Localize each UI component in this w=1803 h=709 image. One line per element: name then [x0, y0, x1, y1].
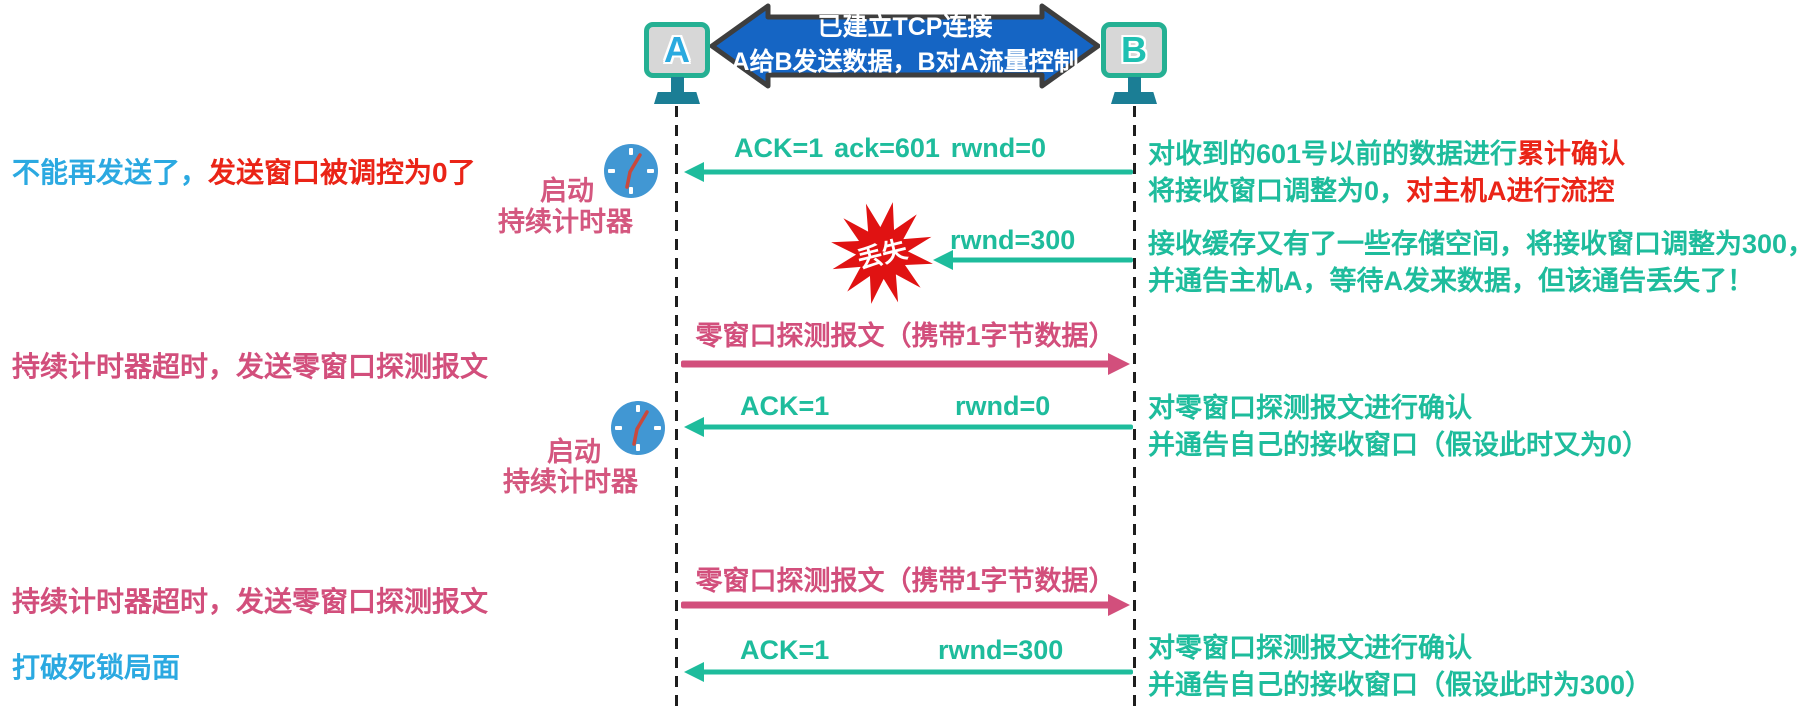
- right-note-1: 对收到的601号以前的数据进行累计确认 将接收窗口调整为0，对主机A进行流控: [1148, 136, 1625, 210]
- msg1-arrow: [684, 160, 1133, 184]
- timer1-start-label: 启动: [540, 176, 594, 206]
- tcp-connection-banner: 已建立TCP连接 A给B发送数据，B对A流量控制: [710, 2, 1100, 90]
- msg4-rwnd: rwnd=0: [955, 391, 1051, 421]
- persist-timer-clock-icon-1: [604, 144, 658, 198]
- msg6-ack: ACK=1: [740, 635, 830, 665]
- note-probe-2: 持续计时器超时，发送零窗口探测报文: [12, 586, 489, 617]
- banner-line2: A给B发送数据，B对A流量控制: [731, 48, 1079, 76]
- msg1-arrow-shaft: [700, 169, 1133, 175]
- msg6-arrow-shaft: [700, 669, 1133, 675]
- msg3-label: 零窗口探测报文（携带1字节数据）: [695, 321, 1116, 351]
- banner-text: 已建立TCP连接 A给B发送数据，B对A流量控制: [710, 10, 1100, 80]
- msg2-arrow-shaft: [949, 257, 1133, 263]
- right-note-2-line1: 接收缓存又有了一些存储空间，将接收窗口调整为300，: [1148, 229, 1803, 259]
- right-note-4: 对零窗口探测报文进行确认 并通告自己的接收窗口（假设此时为300）: [1148, 630, 1652, 704]
- note-window-zero-blue: 不能再发送了，: [12, 157, 209, 188]
- right-note-4-line2: 并通告自己的接收窗口（假设此时为300）: [1148, 670, 1653, 700]
- right-note-2-line2: 并通告主机A，等待A发来数据，但该通告丢失了！: [1148, 266, 1754, 296]
- msg6-arrowhead-icon: [684, 662, 704, 682]
- host-b-monitor-icon: B: [1101, 22, 1167, 78]
- msg4-arrow-shaft: [700, 424, 1133, 430]
- right-note-1-line1-teal: 对收到的601号以前的数据进行: [1148, 139, 1518, 169]
- msg5-label: 零窗口探测报文（携带1字节数据）: [695, 566, 1116, 596]
- lost-label-wrap: 丢失: [827, 198, 937, 308]
- msg1-rwnd: rwnd=0: [950, 133, 1046, 163]
- timer2-start-label: 启动: [547, 437, 601, 467]
- host-a-monitor-icon: A: [644, 22, 710, 78]
- note-deadlock-broken: 打破死锁局面: [12, 652, 181, 683]
- host-a-stand: [670, 77, 684, 92]
- host-b-stand-base: [1111, 92, 1157, 104]
- msg2-arrowhead-icon: [933, 250, 953, 270]
- note-window-zero-red: 发送窗口被调控为0了: [208, 157, 476, 188]
- host-b-stand: [1127, 77, 1141, 92]
- lost-label: 丢失: [854, 235, 911, 275]
- host-b: B: [1101, 22, 1167, 104]
- double-arrow-icon: [710, 3, 1100, 89]
- lost-starburst-icon: [831, 202, 933, 304]
- right-note-1-line2-teal: 将接收窗口调整为0，: [1148, 176, 1407, 206]
- timer2-name-label: 持续计时器: [503, 467, 638, 497]
- msg1-acknum: ack=601: [834, 133, 940, 163]
- note-window-zero: 不能再发送了，发送窗口被调控为0了: [12, 156, 476, 190]
- right-note-2: 接收缓存又有了一些存储空间，将接收窗口调整为300， 并通告主机A，等待A发来数…: [1148, 226, 1803, 300]
- msg1-arrowhead-icon: [684, 162, 704, 182]
- msg3-arrow: [681, 352, 1130, 376]
- msg2-rwnd: rwnd=300: [950, 225, 1076, 255]
- right-note-3-line2: 并通告自己的接收窗口（假设此时又为0）: [1148, 430, 1650, 460]
- msg5-arrow-shaft: [681, 601, 1112, 609]
- msg5-arrow: [681, 593, 1130, 617]
- host-a: A: [644, 22, 710, 104]
- right-note-1-line2-red: 对主机A进行流控: [1406, 176, 1615, 206]
- lifeline-host-a: [675, 106, 678, 709]
- msg6-arrow: [684, 660, 1133, 684]
- msg5-arrowhead-icon: [1108, 594, 1130, 616]
- msg1-label: ACK=1 ack=601 rwnd=0: [734, 133, 1046, 164]
- msg4-ack: ACK=1: [740, 391, 830, 421]
- msg3-arrowhead-icon: [1108, 353, 1130, 375]
- msg2-arrow: [933, 248, 1133, 272]
- host-b-label: B: [1121, 29, 1147, 70]
- right-note-4-line1: 对零窗口探测报文进行确认: [1148, 633, 1472, 663]
- note-probe-1: 持续计时器超时，发送零窗口探测报文: [12, 351, 489, 382]
- msg4-arrow: [684, 415, 1133, 439]
- msg1-ack: ACK=1: [734, 133, 824, 163]
- right-note-3: 对零窗口探测报文进行确认 并通告自己的接收窗口（假设此时又为0）: [1148, 390, 1649, 464]
- banner-line1: 已建立TCP连接: [817, 13, 993, 41]
- lifeline-host-b: [1133, 106, 1136, 709]
- host-a-stand-base: [654, 92, 700, 104]
- msg3-arrow-shaft: [681, 360, 1112, 368]
- right-note-1-line1-red: 累计确认: [1517, 139, 1626, 169]
- persist-timer-clock-icon-2: [611, 401, 665, 455]
- msg4-arrowhead-icon: [684, 417, 704, 437]
- right-note-3-line1: 对零窗口探测报文进行确认: [1148, 393, 1472, 423]
- host-a-label: A: [664, 29, 690, 70]
- timer1-name-label: 持续计时器: [498, 207, 633, 237]
- msg6-rwnd: rwnd=300: [938, 635, 1064, 665]
